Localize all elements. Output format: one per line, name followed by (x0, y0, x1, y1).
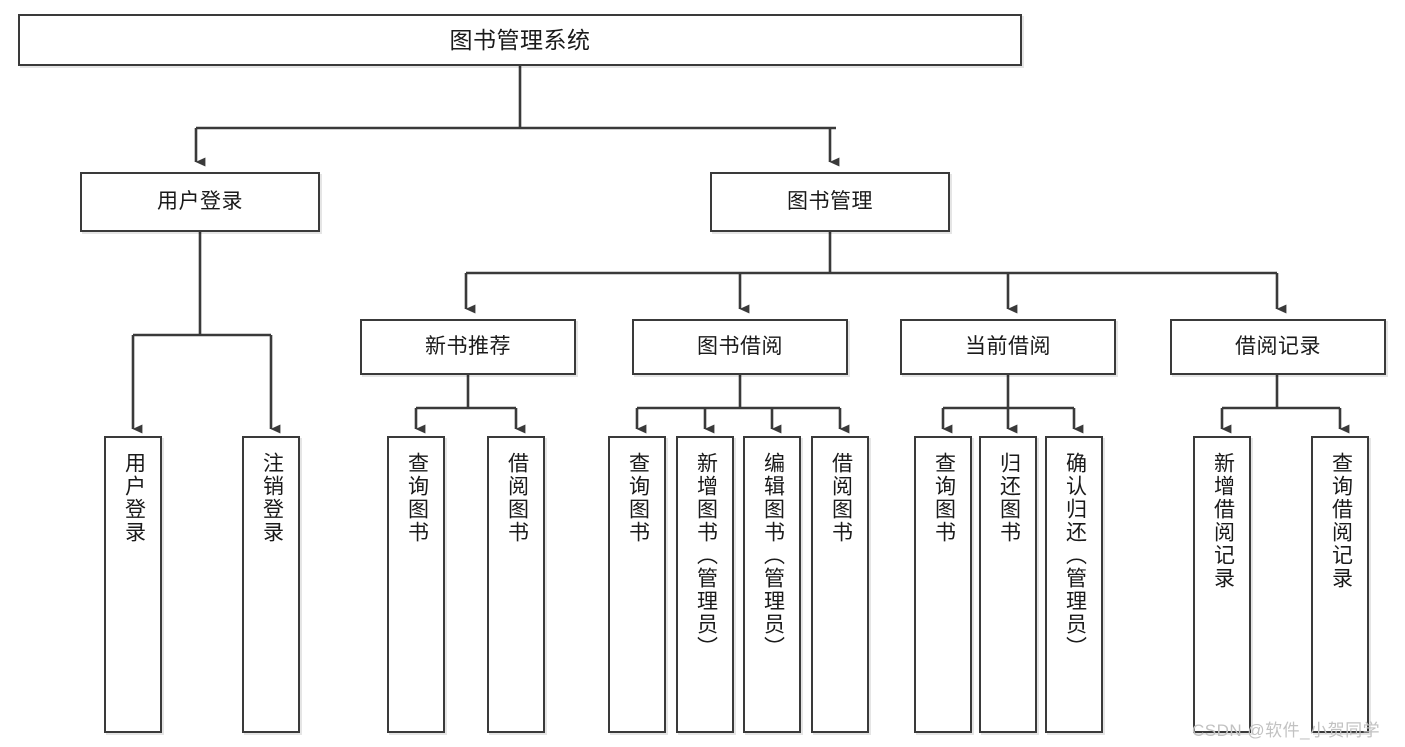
node-label: 借阅图书 (505, 452, 529, 544)
node-book-management[interactable]: 图书管理 (710, 172, 950, 232)
leaf-confirm-return-admin[interactable]: 确认归还（管理员） (1045, 436, 1103, 733)
node-label: 确认归还（管理员） (1063, 452, 1087, 659)
node-label: 归还图书 (997, 452, 1021, 544)
leaf-add-book-admin[interactable]: 新增图书（管理员） (676, 436, 734, 733)
leaf-edit-book-admin[interactable]: 编辑图书（管理员） (743, 436, 801, 733)
node-label: 查询图书 (405, 452, 429, 544)
leaf-borrow-books-borrowing[interactable]: 借阅图书 (811, 436, 869, 733)
leaf-query-books-current[interactable]: 查询图书 (914, 436, 972, 733)
node-label: 当前借阅 (965, 334, 1051, 358)
leaf-logout[interactable]: 注销登录 (242, 436, 300, 733)
leaf-query-books-recommendation[interactable]: 查询图书 (387, 436, 445, 733)
node-label: 图书管理系统 (449, 26, 591, 53)
node-label: 新书推荐 (425, 334, 511, 358)
leaf-return-books[interactable]: 归还图书 (979, 436, 1037, 733)
node-label: 用户登录 (122, 452, 146, 544)
leaf-query-books-borrowing[interactable]: 查询图书 (608, 436, 666, 733)
node-label: 注销登录 (260, 452, 284, 544)
node-book-borrowing[interactable]: 图书借阅 (632, 319, 848, 375)
node-label: 查询图书 (626, 452, 650, 544)
leaf-query-borrowing-record[interactable]: 查询借阅记录 (1311, 436, 1369, 733)
node-label: 查询图书 (932, 452, 956, 544)
node-label: 编辑图书（管理员） (761, 452, 785, 659)
leaf-add-borrowing-record[interactable]: 新增借阅记录 (1193, 436, 1251, 733)
node-label: 查询借阅记录 (1329, 452, 1353, 590)
node-borrowing-records[interactable]: 借阅记录 (1170, 319, 1386, 375)
leaf-borrow-books-recommendation[interactable]: 借阅图书 (487, 436, 545, 733)
leaf-user-login[interactable]: 用户登录 (104, 436, 162, 733)
node-label: 新增图书（管理员） (694, 452, 718, 659)
node-label: 借阅记录 (1235, 334, 1321, 358)
node-label: 新增借阅记录 (1211, 452, 1235, 590)
node-label: 图书借阅 (697, 334, 783, 358)
node-label: 借阅图书 (829, 452, 853, 544)
node-label: 用户登录 (157, 189, 243, 213)
node-current-borrowing[interactable]: 当前借阅 (900, 319, 1116, 375)
csdn-watermark: CSDN @软件_小贺同学 (1192, 721, 1381, 740)
node-user-login[interactable]: 用户登录 (80, 172, 320, 232)
node-root-book-management-system[interactable]: 图书管理系统 (18, 14, 1022, 66)
node-new-book-recommendation[interactable]: 新书推荐 (360, 319, 576, 375)
node-label: 图书管理 (787, 189, 873, 213)
